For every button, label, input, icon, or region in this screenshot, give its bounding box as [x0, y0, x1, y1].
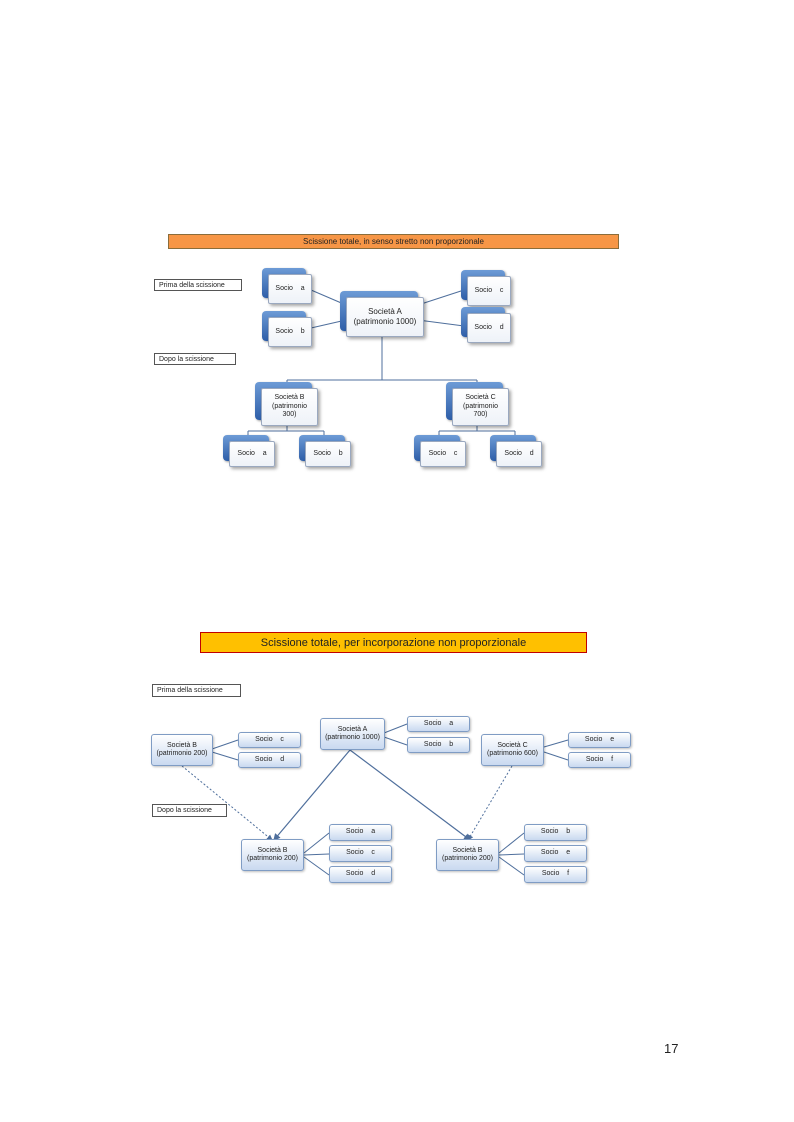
diagram1-before-label: Prima della scissione — [154, 279, 242, 291]
d2-c-before-partner-e: Socio e — [568, 732, 631, 748]
diagram1-title: Scissione totale, in senso stretto non p… — [168, 234, 619, 249]
d2-c-before-partner-f: Socio f — [568, 752, 631, 768]
d2-b-after1-partner-a: Socio a — [329, 824, 392, 841]
d1-top-partner-a: Socio a — [262, 268, 312, 304]
d1-c-partner-c: Socio c — [414, 435, 466, 467]
d1-b-partner-a: Socio a — [223, 435, 275, 467]
d2-company-c-before: Società C (patrimonio 600) — [481, 734, 544, 766]
d1-top-partner-d: Socio d — [461, 307, 511, 343]
page-number: 17 — [664, 1041, 679, 1056]
diagram2-title: Scissione totale, per incorporazione non… — [200, 632, 587, 653]
d2-company-b-after-1: Società B (patrimonio 200) — [241, 839, 304, 871]
d1-top-partner-b: Socio b — [262, 311, 312, 347]
d2-b-before-partner-c: Socio c — [238, 732, 301, 748]
d1-company-a: Società A (patrimonio 1000) — [340, 291, 424, 337]
d1-company-b: Società B (patrimonio 300) — [255, 382, 318, 426]
d2-company-a: Società A (patrimonio 1000) — [320, 718, 385, 750]
d1-top-partner-c: Socio c — [461, 270, 511, 306]
diagram2-before-label: Prima della scissione — [152, 684, 241, 697]
diagram2-after-label: Dopo la scissione — [152, 804, 227, 817]
d2-company-b-after-2: Società B (patrimonio 200) — [436, 839, 499, 871]
d2-b-after1-partner-c: Socio c — [329, 845, 392, 862]
d2-a-partner-a: Socio a — [407, 716, 470, 732]
d1-c-partner-d: Socio d — [490, 435, 542, 467]
d2-b-before-partner-d: Socio d — [238, 752, 301, 768]
d2-b-after2-partner-e: Socio e — [524, 845, 587, 862]
d2-b-after1-partner-d: Socio d — [329, 866, 392, 883]
d2-a-partner-b: Socio b — [407, 737, 470, 753]
d1-company-c: Società C (patrimonio 700) — [446, 382, 509, 426]
d2-b-after2-partner-b: Socio b — [524, 824, 587, 841]
d1-b-partner-b: Socio b — [299, 435, 351, 467]
diagram1-after-label: Dopo la scissione — [154, 353, 236, 365]
d2-company-b-before: Società B (patrimonio 200) — [151, 734, 213, 766]
d2-b-after2-partner-f: Socio f — [524, 866, 587, 883]
